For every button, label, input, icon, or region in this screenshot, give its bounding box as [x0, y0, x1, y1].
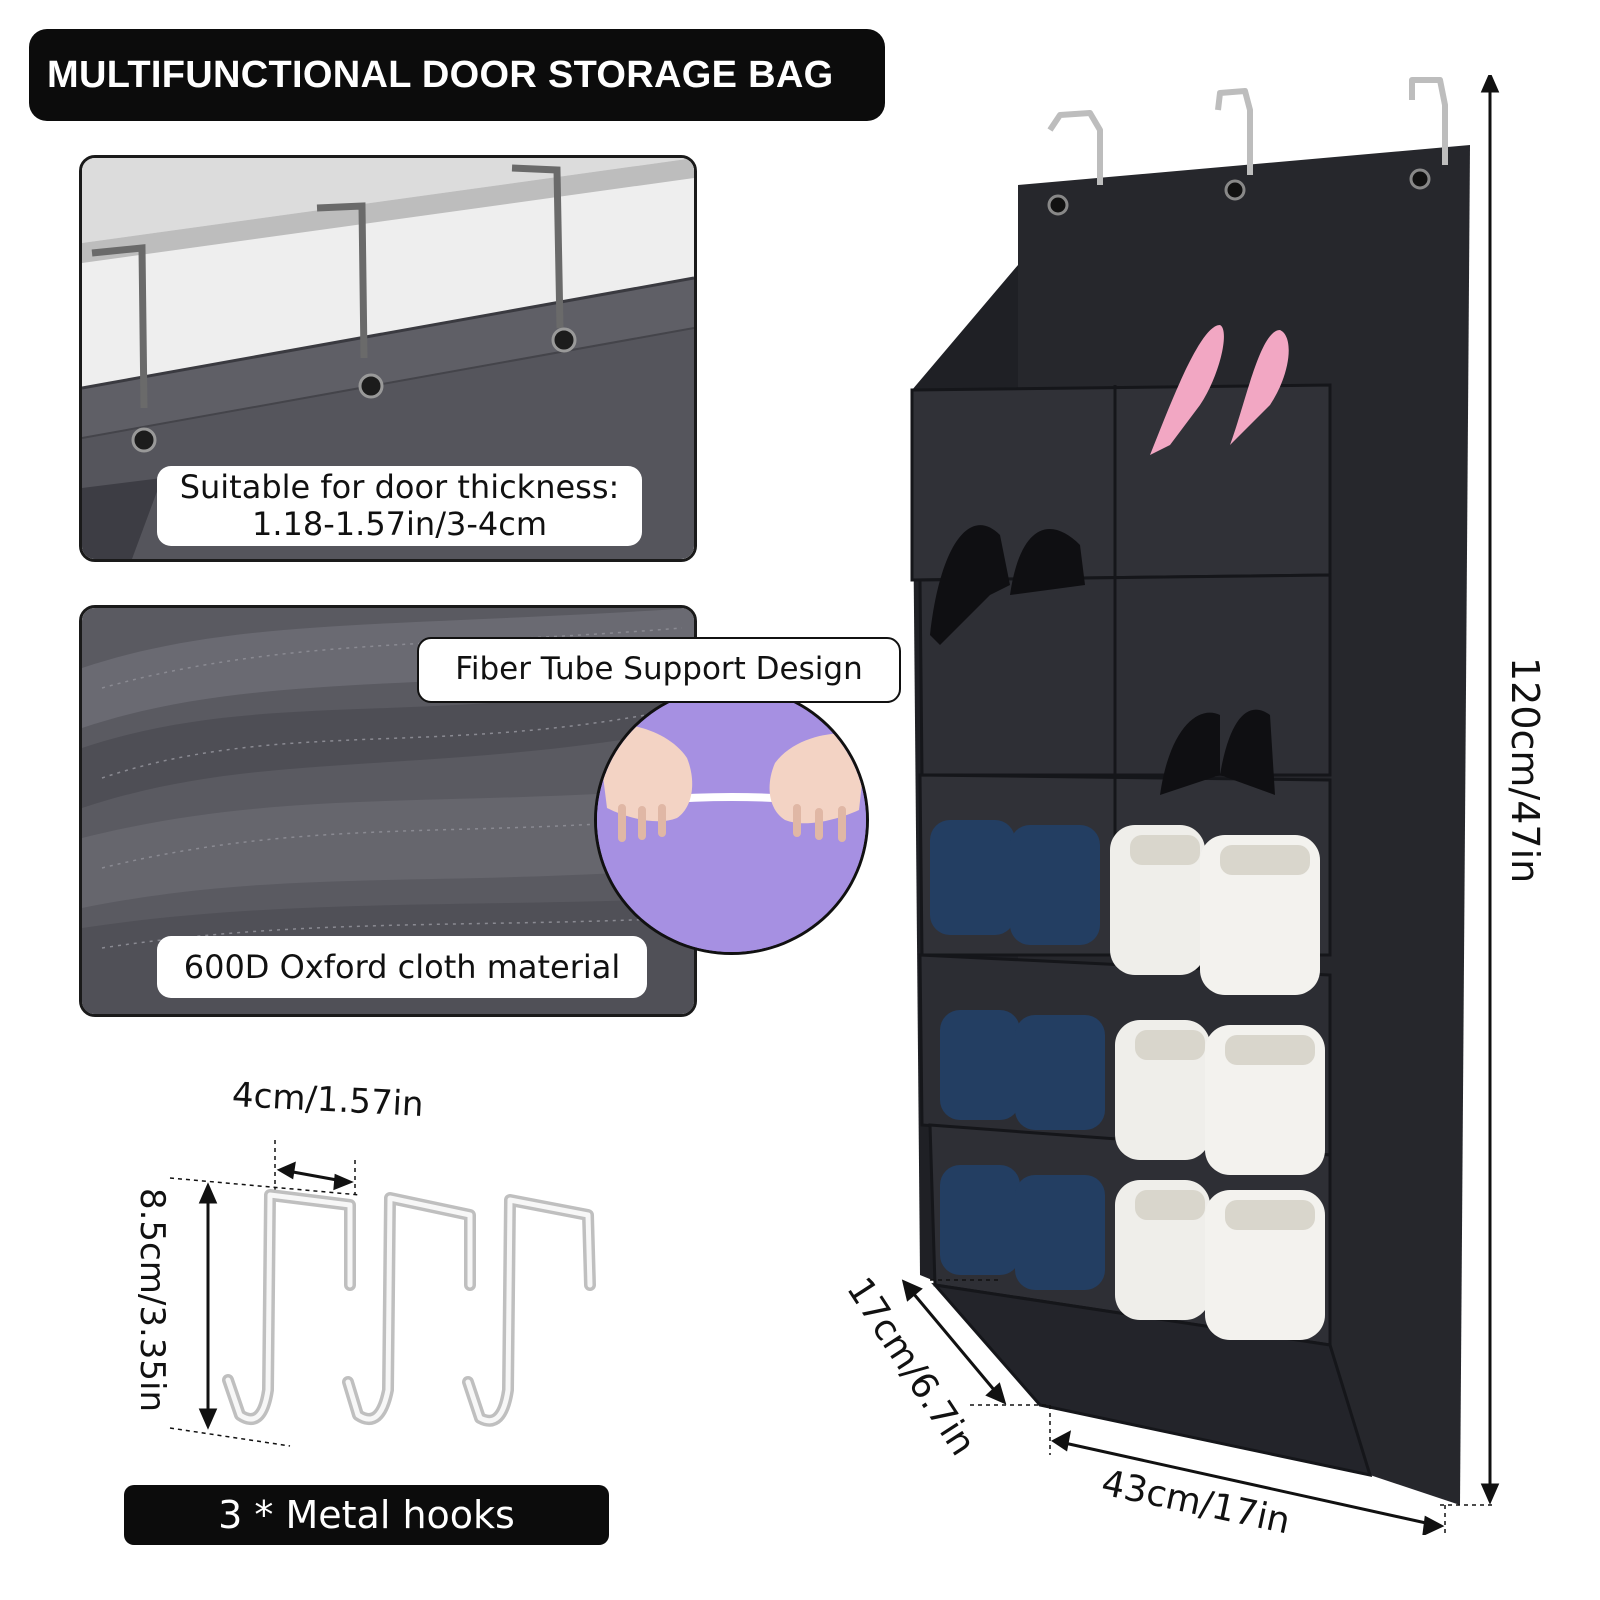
- metal-hooks-caption-text: 3 * Metal hooks: [218, 1493, 515, 1537]
- door-thickness-caption: Suitable for door thickness: 1.18-1.57in…: [157, 466, 642, 546]
- oxford-cloth-caption: 600D Oxford cloth material: [157, 936, 647, 998]
- hands-bending-tube: [597, 688, 866, 952]
- title-banner: MULTIFUNCTIONAL DOOR STORAGE BAG: [29, 29, 885, 121]
- hook-height-label: 8.5cm/3.35in: [132, 1187, 173, 1413]
- fiber-tube-photo: [594, 685, 869, 955]
- organizer-height-label: 120cm/47in: [1503, 657, 1547, 884]
- metal-hooks-caption: 3 * Metal hooks: [124, 1485, 609, 1545]
- door-thickness-panel: Suitable for door thickness: 1.18-1.57in…: [79, 155, 697, 562]
- door-thickness-line1: Suitable for door thickness:: [179, 468, 620, 506]
- door-thickness-line2: 1.18-1.57in/3-4cm: [251, 505, 548, 543]
- door-organizer-product: [901, 75, 1500, 1535]
- hook-width-label: 4cm/1.57in: [231, 1075, 425, 1125]
- metal-hooks-illustration: [169, 1140, 596, 1447]
- fiber-tube-label: Fiber Tube Support Design: [417, 637, 901, 703]
- title-text: MULTIFUNCTIONAL DOOR STORAGE BAG: [47, 53, 834, 96]
